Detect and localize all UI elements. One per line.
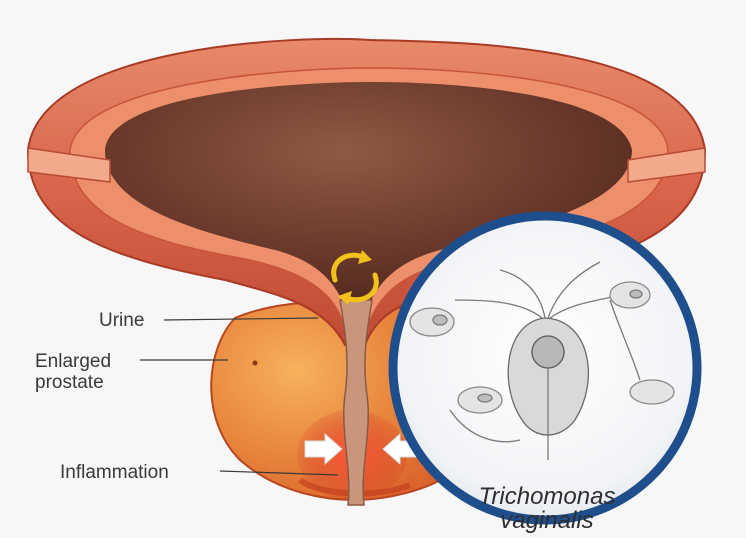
label-enlarged-prostate: Enlarged prostate (35, 351, 111, 393)
label-inflammation: Inflammation (60, 462, 169, 483)
label-enlarged-prostate-line1: Enlarged (35, 351, 111, 372)
label-urine: Urine (99, 310, 144, 331)
label-enlarged-prostate-line2: prostate (35, 372, 111, 393)
caption-vaginalis: vaginalis (432, 508, 662, 534)
magnified-parasite-view (393, 216, 697, 520)
prostate-dot (253, 361, 258, 366)
